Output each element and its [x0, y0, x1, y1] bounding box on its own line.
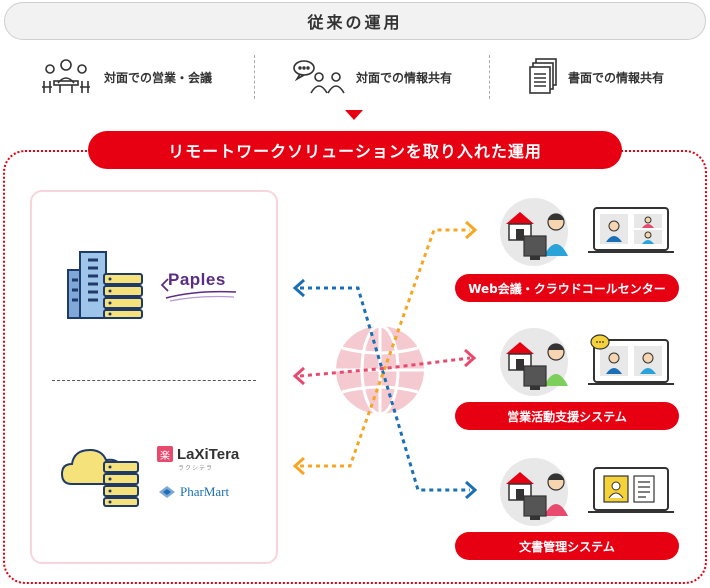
pink-arrow-icon [299, 356, 471, 378]
pharmart-logo: PharMart [157, 482, 229, 502]
pharmart-name: PharMart [180, 484, 230, 499]
chat-people-icon [292, 59, 346, 95]
left-panel [30, 190, 278, 564]
traditional-item-chat: 対面での情報共有 [292, 52, 452, 102]
network-flow [288, 200, 488, 500]
laxitera-subtitle: ラクシテラ [178, 465, 214, 472]
document-management-icon [588, 466, 674, 516]
paples-logo: Paples [160, 270, 240, 304]
home-worker-icon [494, 196, 574, 266]
divider [254, 55, 255, 99]
remote-title: リモートワークソリューションを取り入れた運用 [88, 131, 622, 169]
paples-logo-text: Paples [168, 270, 226, 289]
sales-meeting-icon [588, 334, 674, 388]
home-worker-icon [494, 456, 574, 526]
header-title: 従来の運用 [4, 2, 706, 40]
pharmart-mark-icon [157, 484, 177, 500]
traditional-item-documents: 書面での情報共有 [528, 52, 664, 102]
traditional-label: 書面での情報共有 [568, 70, 665, 85]
traditional-label: 対面での情報共有 [356, 70, 453, 85]
panel-divider [52, 380, 256, 381]
cloud-server-icon [60, 436, 144, 508]
laxitera-mark-icon: 楽 [157, 446, 173, 462]
traditional-item-meeting: 対面での営業・会議 [38, 52, 212, 102]
blue-arrow-icon [300, 286, 470, 492]
meeting-icon [38, 57, 94, 97]
documents-icon [528, 57, 558, 97]
service-label: 営業活動支援システム [455, 402, 679, 430]
divider [489, 55, 490, 99]
video-conference-icon [588, 206, 674, 256]
office-server-icon [64, 248, 148, 320]
home-worker-icon [494, 326, 574, 396]
laxitera-name: LaXiTera [177, 445, 240, 463]
laxitera-logo: 楽 LaXiTera [157, 444, 239, 464]
service-label: Web会議・クラウドコールセンター [455, 274, 679, 302]
service-label: 文書管理システム [455, 532, 679, 560]
down-arrow-icon [345, 110, 363, 120]
traditional-label: 対面での営業・会議 [104, 70, 213, 85]
orange-arrow-icon [300, 228, 470, 468]
